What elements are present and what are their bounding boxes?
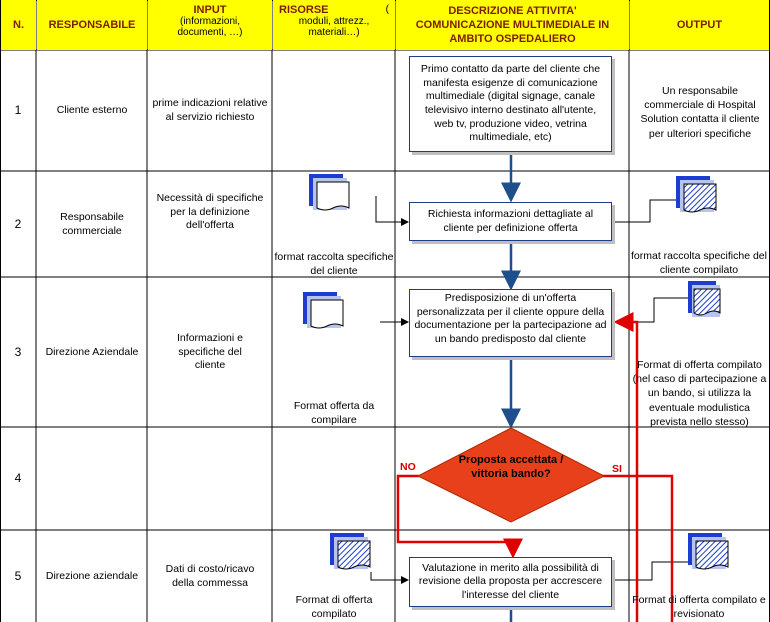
doc-icon-output-3 <box>688 281 721 317</box>
si-path <box>600 474 674 622</box>
header-cell-n: N. <box>1 0 36 50</box>
activity-box-2: Richiesta informazioni dettagliate al cl… <box>409 202 612 241</box>
row-number-5: 5 <box>14 568 22 583</box>
risorse-3: Format offerta da compilare <box>293 400 375 427</box>
header-risorse-sub: moduli, attrezz., materiali…) <box>298 16 370 38</box>
doc-icon-output-5 <box>688 533 729 570</box>
responsabile-3: Direzione Aziendale <box>45 345 139 358</box>
decision-diamond <box>416 427 606 523</box>
decision-text: Proposta accettata / vittoria bando? <box>458 454 564 480</box>
decision-no-label: NO <box>400 461 416 473</box>
connector-output-5 <box>614 561 688 581</box>
header-cell-input: INPUT (informazioni, documenti, …) <box>148 0 272 50</box>
row-number-1: 1 <box>14 103 22 118</box>
header-cell-risorse: RISORSE ( moduli, attrezz., materiali…) <box>273 0 395 50</box>
responsabile-5: Direzione aziendale <box>45 569 139 582</box>
risorse-2: format raccolta specifiche del cliente <box>274 251 394 278</box>
connector-lines <box>370 196 688 584</box>
input-5: Dati di costo/ricavo della commessa <box>165 562 255 589</box>
header-input-title: INPUT <box>193 4 227 16</box>
input-2: Necessità di specifiche per la definizio… <box>156 192 264 232</box>
decision-si-label: SI <box>612 463 622 475</box>
loop-back-path <box>613 312 639 622</box>
input-3: Informazioni e specifiche del cliente <box>177 332 243 372</box>
header-risorse-paren: ( <box>385 4 389 15</box>
header-cell-attivita: DESCRIZIONE ATTIVITA' COMUNICAZIONE MULT… <box>396 0 629 50</box>
connector-risorse-5 <box>370 572 409 584</box>
output-2: format raccolta specifiche del cliente c… <box>631 250 767 277</box>
output-5: Format di offerta compilato e revisionat… <box>632 594 766 621</box>
output-1: Un responsabile commerciale di Hospital … <box>640 85 760 140</box>
responsabile-2: Responsabile commerciale <box>60 210 124 237</box>
doc-icon-risorse-3 <box>303 292 344 329</box>
responsabile-1: Cliente esterno <box>56 104 128 117</box>
header-cell-responsabile: RESPONSABILE <box>37 0 147 50</box>
header-input-sub: (informazioni, documenti, …) <box>177 16 243 38</box>
decision-paths <box>396 312 674 622</box>
row-number-3: 3 <box>14 344 22 359</box>
row-number-4: 4 <box>14 471 22 486</box>
header-cell-output: OUTPUT <box>630 0 769 50</box>
doc-icon-risorse-2 <box>309 174 350 211</box>
risorse-5: Format di offerta compilato <box>295 594 373 621</box>
input-1: prime indicazioni relative al servizio r… <box>152 97 268 123</box>
row-number-2: 2 <box>14 216 22 231</box>
connector-output-2 <box>614 199 682 223</box>
activity-box-5: Valutazione in merito alla possibilità d… <box>409 557 612 607</box>
doc-icon-output-2 <box>676 176 717 213</box>
activity-box-1: Primo contatto da parte del cliente che … <box>409 56 612 152</box>
no-path <box>396 474 523 559</box>
doc-icon-risorse-5 <box>330 533 371 570</box>
connector-risorse-2 <box>375 196 409 226</box>
connector-output-3 <box>614 297 688 323</box>
output-3: Format di offerta compilato (nel caso di… <box>632 359 767 428</box>
activity-box-3: Predisposizione di un'offerta personaliz… <box>409 289 612 357</box>
header-risorse-title: RISORSE <box>279 4 329 16</box>
